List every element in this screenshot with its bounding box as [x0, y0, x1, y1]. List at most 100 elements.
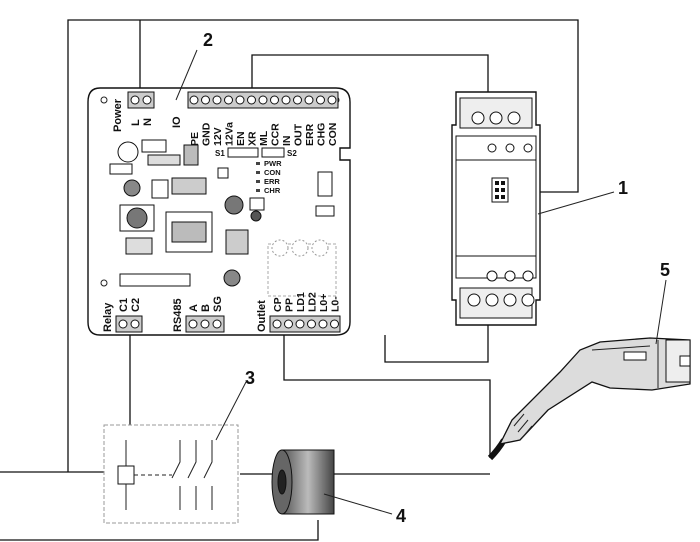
terminal-screw-icon [522, 270, 534, 282]
connector-pin-icon [679, 355, 691, 367]
chip-icon [183, 144, 199, 166]
terminal-screw-icon [503, 293, 517, 307]
led-err-label: ERR [264, 177, 280, 186]
terminal-screw-icon [258, 95, 268, 105]
contactor [103, 424, 239, 524]
io-pin-label: CON [327, 123, 339, 146]
terminal-screw-icon [293, 95, 302, 105]
terminal-screw-icon [505, 143, 515, 153]
io-pin-label: IN [281, 136, 293, 147]
outlet-terminal-screws [272, 319, 339, 329]
strain-relief-ridges [513, 413, 533, 439]
led-icon [256, 162, 260, 165]
chip-icon [147, 154, 181, 166]
io-pin-label: ML [258, 130, 270, 146]
ground-loop-wire [0, 520, 319, 541]
io-pin-label: ERR [304, 123, 316, 146]
terminal-screw-icon [142, 95, 152, 105]
callout-2-leader [175, 49, 198, 101]
terminal-screw-icon [130, 319, 140, 329]
switch-contact-icon [203, 440, 213, 510]
pin-icon [501, 181, 505, 185]
callout-1: 1 [618, 178, 628, 198]
outlet-to-connector-wire [283, 332, 491, 458]
mount-hole-icon [100, 279, 108, 287]
switch-s2-label: S2 [287, 149, 297, 158]
callout-4: 4 [396, 506, 406, 526]
component-icon [217, 167, 229, 179]
charging-connector [487, 337, 691, 461]
relay-pin-c1-label: C1 [118, 298, 130, 312]
power-pin-n-label: N [142, 118, 154, 126]
connector-body [498, 337, 691, 445]
led-chr-label: CHR [264, 186, 281, 195]
terminal-screw-icon [224, 95, 233, 105]
psu-connector-icon [491, 177, 509, 203]
dashed-circle-icon [271, 239, 289, 257]
ferrite-core [271, 449, 335, 515]
terminal-screw-icon [316, 95, 325, 105]
dashed-circle-icon [291, 239, 309, 257]
rs485-pin-a-label: A [188, 304, 200, 312]
connector-seam [591, 345, 651, 351]
terminal-screw-icon [212, 319, 222, 329]
terminal-screw-icon [318, 319, 328, 329]
callout-1-leader [537, 191, 615, 215]
terminal-screw-icon [507, 111, 521, 125]
terminal-screw-icon [327, 95, 337, 105]
pin-icon [495, 195, 499, 199]
terminal-screw-icon [304, 95, 314, 105]
rs485-pin-b-label: B [200, 304, 212, 312]
io-header-label: IO [171, 116, 183, 128]
connector-button-icon [623, 351, 647, 361]
capacitor-icon [224, 195, 244, 215]
terminal-screw-icon [487, 143, 497, 153]
ferrite-hole [277, 469, 287, 495]
callout-5-leader [655, 279, 667, 345]
dip-switch-s2 [261, 147, 285, 158]
capacitor-icon [223, 269, 241, 287]
resistor-icon [141, 139, 167, 153]
terminal-screw-icon [284, 319, 293, 329]
led-con-label: CON [264, 168, 281, 177]
io-to-psu-wire [251, 54, 489, 92]
terminal-screw-icon [504, 270, 516, 282]
terminal-screw-icon [189, 95, 199, 105]
contactor-coil-icon [117, 465, 135, 485]
power-supply [451, 91, 541, 326]
terminal-screw-icon [330, 319, 339, 329]
callout-3: 3 [245, 368, 255, 388]
chip-icon [151, 179, 169, 199]
pin-icon [501, 188, 505, 192]
switch-s1-label: S1 [215, 149, 225, 158]
wires [0, 19, 579, 541]
mount-hole-icon [100, 96, 108, 104]
resistor-icon [109, 163, 133, 175]
io-pin-label: XR [247, 131, 259, 146]
psu-upper-band [455, 135, 537, 161]
callouts: 2 1 3 4 5 [175, 30, 670, 526]
callout-2: 2 [203, 30, 213, 50]
pin-icon [495, 181, 499, 185]
terminal-screw-icon [523, 143, 533, 153]
io-terminal-screws [189, 95, 337, 105]
terminal-screw-icon [272, 319, 282, 329]
relay-header-label: Relay [102, 302, 114, 332]
dashed-circle-icon [311, 239, 329, 257]
terminal-screw-icon [130, 95, 140, 105]
terminal-screw-icon [521, 293, 535, 307]
outlet-pin-label: PP [284, 298, 296, 312]
outlet-pin-label: L0+ [318, 294, 330, 312]
terminal-screw-icon [471, 111, 485, 125]
terminal-screw-icon [201, 95, 210, 105]
board-components [109, 139, 337, 297]
component-icon [249, 197, 265, 211]
capacitor-icon [117, 141, 139, 163]
dip-switch-s1 [227, 147, 259, 158]
io-pin-label: PE [189, 132, 201, 146]
led-indicators: PWR CON ERR CHR [256, 159, 282, 195]
led-icon [256, 180, 260, 183]
